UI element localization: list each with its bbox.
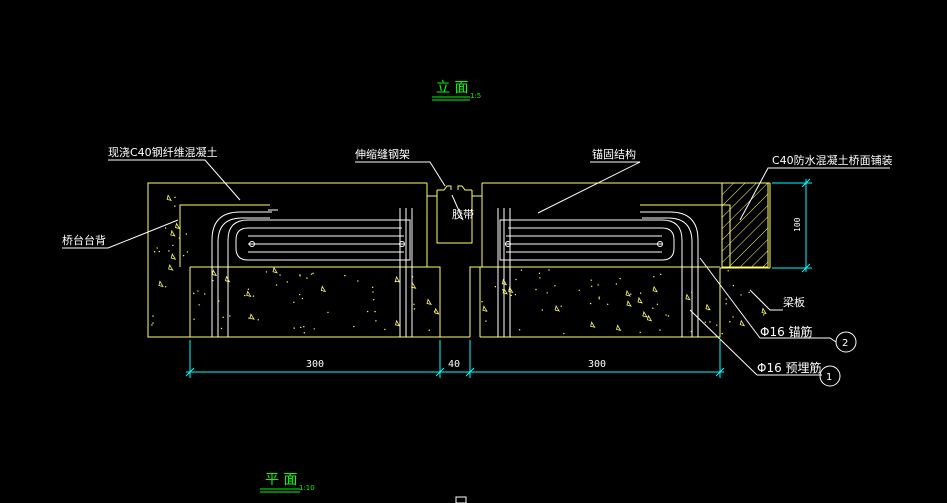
label-steel-joint: 伸缩缝钢架 [355, 147, 410, 161]
label-beam-slab: 梁板 [783, 295, 805, 309]
label-embedded-bar: Φ16 预埋筋 [757, 360, 822, 375]
elevation-title-text: 立 面 [436, 80, 468, 96]
elevation-title-scale: 1:5 [470, 92, 481, 100]
leader-lines [62, 159, 890, 376]
concrete-outline [147, 182, 771, 338]
plan-fragment [455, 496, 467, 503]
plan-title-scale: 1:10 [299, 484, 315, 492]
label-abutment-backwall: 桥台台背 [62, 233, 106, 247]
label-deck-pavement: C40防水混凝土桥面铺装 [772, 153, 893, 167]
label-anchor-bar: Φ16 锚筋 [760, 324, 813, 339]
dimension-texts: 300 40 300 100 [306, 217, 802, 370]
plan-title-text: 平 面 [265, 472, 297, 488]
rebar-left [211, 208, 413, 337]
dim-pavement-depth: 100 [793, 217, 802, 232]
dim-right-width: 300 [588, 359, 606, 370]
label-anchor-structure: 锚固结构 [592, 147, 636, 161]
dim-gap-width: 40 [448, 359, 460, 370]
label-rubber-strip: 胶带 [452, 207, 474, 221]
pavement-hatch [721, 182, 769, 268]
dim-left-width: 300 [306, 359, 324, 370]
callout-number-1: 1 [826, 372, 832, 383]
callout-circles [819, 331, 857, 387]
label-cast-concrete: 现浇C40钢纤维混凝土 [108, 145, 218, 159]
plan-title: 平 面 1:10 [260, 472, 315, 493]
elevation-title: 立 面 1:5 [432, 80, 481, 101]
dimensions [185, 178, 812, 378]
concrete-specks [151, 194, 767, 335]
labels: 现浇C40钢纤维混凝土 伸缩缝钢架 锚固结构 C40防水混凝土桥面铺装 桥台台背… [62, 145, 893, 383]
callout-number-2: 2 [842, 338, 848, 349]
rebar-right [497, 208, 699, 337]
